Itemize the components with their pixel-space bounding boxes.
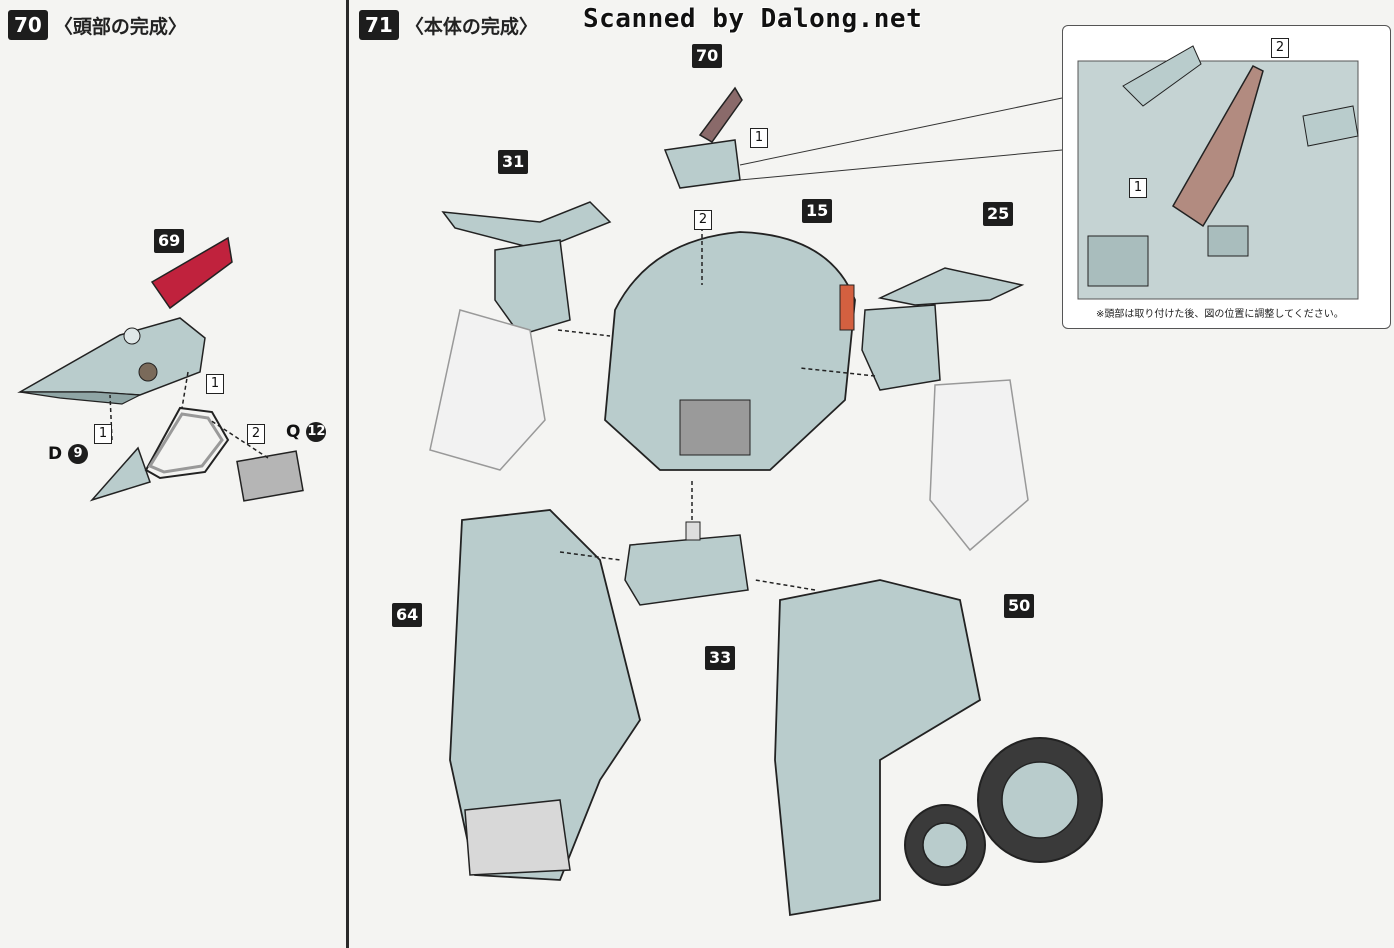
part-15-tag: 15	[802, 199, 833, 223]
step-1-box: 1	[750, 128, 768, 148]
step-71-header: 71 〈本体の完成〉	[359, 10, 538, 40]
head-detail-inset: 1 2	[1062, 25, 1391, 329]
part-d-label: D 9	[48, 444, 89, 464]
part-number: 9	[68, 444, 89, 464]
part-33-tag: 33	[705, 646, 736, 670]
part-25-tag: 25	[983, 202, 1014, 226]
inset-illustration	[1077, 45, 1359, 300]
step-number: 71	[359, 10, 399, 40]
step-1-box: 1	[94, 424, 112, 444]
step-1-box: 1	[1129, 178, 1147, 198]
part-50-tag: 50	[1004, 594, 1035, 618]
step-2-box: 2	[1271, 38, 1289, 58]
adjustment-note: ※頭部は取り付けた後、図の位置に調整してください。	[1096, 309, 1344, 320]
part-70-tag: 70	[692, 44, 723, 68]
step-2-box: 2	[247, 424, 265, 444]
part-31-tag: 31	[498, 150, 529, 174]
part-q-label: Q 12	[286, 422, 327, 442]
step-title: 〈頭部の完成〉	[53, 15, 187, 38]
step-71-panel: 71 〈本体の完成〉	[349, 0, 1394, 948]
step-number: 70	[8, 10, 48, 40]
watermark: Scanned by Dalong.net	[583, 4, 923, 34]
step-70-panel: 70 〈頭部の完成〉 69 1 1 2 D 9 Q 12	[0, 0, 346, 948]
step-70-header: 70 〈頭部の完成〉	[8, 10, 187, 40]
part-number: 12	[306, 422, 327, 442]
step-2-box: 2	[694, 210, 712, 230]
head-assembly-illustration	[17, 236, 304, 502]
panel-divider	[346, 0, 349, 948]
part-64-tag: 64	[392, 603, 423, 627]
part-69-tag: 69	[154, 229, 185, 253]
step-title: 〈本体の完成〉	[404, 15, 538, 38]
step-1-box: 1	[206, 374, 224, 394]
part-letter: D	[48, 444, 63, 464]
part-letter: Q	[286, 422, 301, 442]
